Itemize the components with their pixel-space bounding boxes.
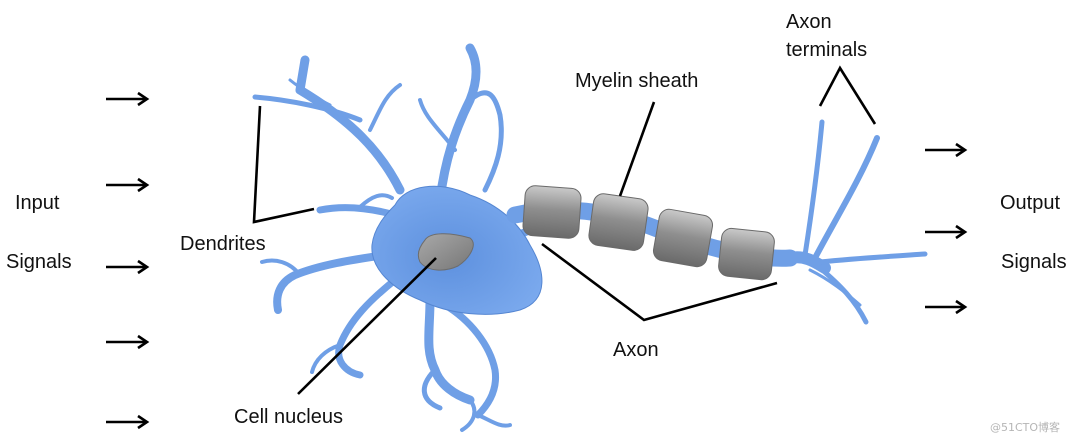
input-arrow-3-icon (106, 259, 150, 275)
dendrites-label: Dendrites (180, 233, 266, 255)
dendrites-leader-line (252, 105, 315, 224)
myelin-segment-3 (652, 208, 714, 268)
axon-leader-line (541, 242, 778, 322)
myelin-segment-1 (522, 185, 582, 239)
axon-label: Axon (613, 339, 659, 361)
output-label-line2: Signals (1001, 251, 1067, 273)
leader-lines (252, 65, 877, 395)
axon-terminals-leader-line (818, 65, 877, 125)
input-arrows (106, 91, 150, 430)
input-arrow-1-icon (106, 91, 150, 107)
dendrites-shape (252, 43, 552, 432)
output-arrow-2-icon (925, 224, 968, 240)
input-label-line2: Signals (6, 251, 72, 273)
axon-terminals-label-line1: Axon (786, 11, 832, 33)
input-label-line1: Input (15, 192, 60, 214)
output-arrow-3-icon (925, 299, 968, 315)
cell-nucleus-leader-line (297, 257, 437, 395)
cell-nucleus-label: Cell nucleus (234, 406, 343, 428)
input-arrow-5-icon (106, 414, 150, 430)
output-arrow-1-icon (925, 142, 968, 158)
axon-terminals-label-line2: terminals (786, 39, 867, 61)
input-arrow-4-icon (106, 334, 150, 350)
output-label-line1: Output (1000, 192, 1060, 214)
watermark: @51CTO博客 (990, 420, 1060, 434)
axon-terminals-shape (784, 119, 928, 325)
myelin-sheath-leader-line (618, 101, 656, 197)
myelin-segment-4 (718, 227, 775, 281)
myelin-sheath-shape (522, 185, 775, 281)
myelin-segment-2 (588, 193, 649, 251)
input-arrow-2-icon (106, 177, 150, 193)
myelin-sheath-label: Myelin sheath (575, 70, 698, 92)
output-arrows (925, 142, 968, 315)
